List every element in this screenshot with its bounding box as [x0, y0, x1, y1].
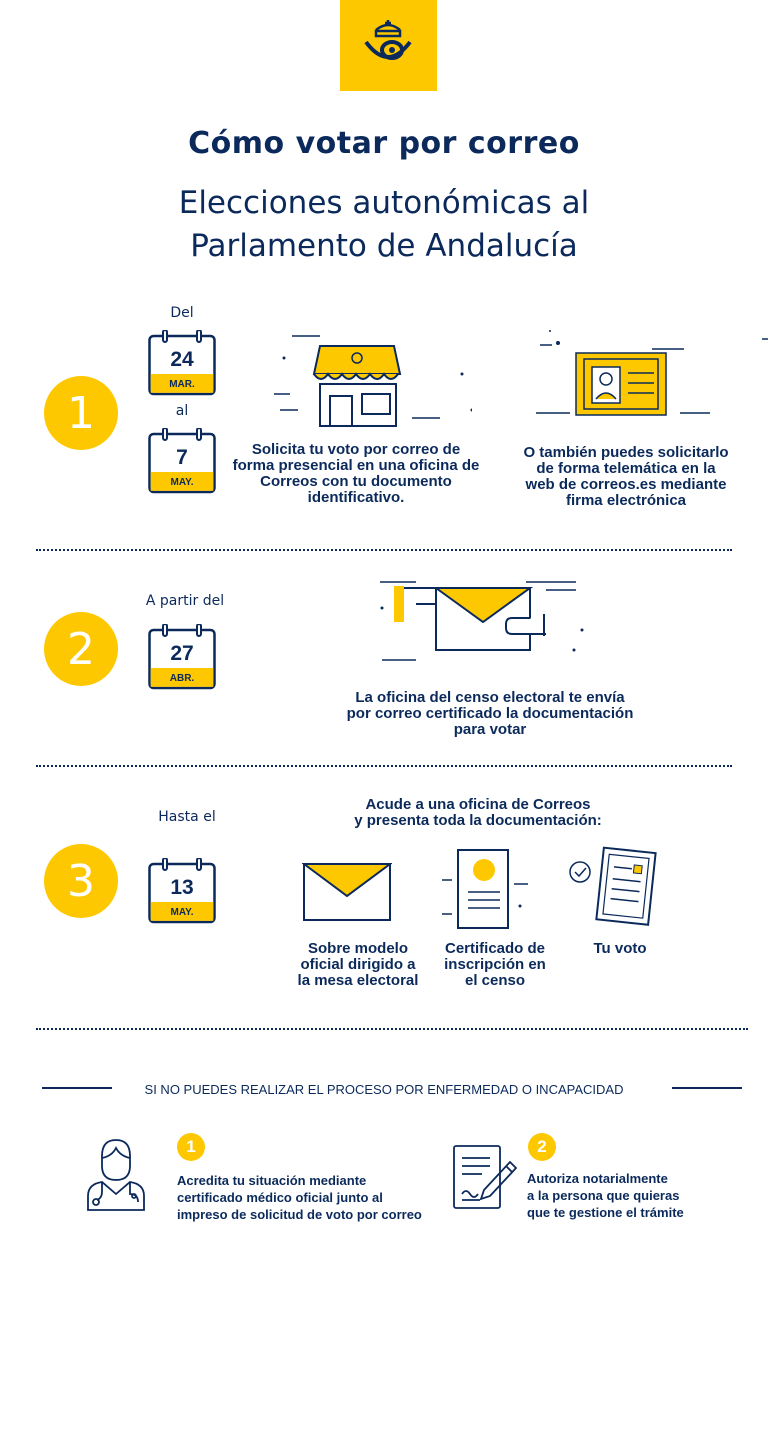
doctor-icon	[84, 1138, 148, 1212]
ballot-icon	[566, 846, 662, 930]
step-1-from-label: Del	[170, 305, 194, 321]
calendar-day: 13	[170, 876, 194, 899]
subtitle-line-1: Elecciones autonómicas al	[178, 185, 590, 221]
step-2-circle: 2	[44, 612, 118, 686]
step-2-text: La oficina del censo electoral te envía …	[346, 689, 634, 738]
divider	[36, 549, 732, 551]
calendar-icon: 27 ABR.	[148, 624, 216, 690]
step-3-item-1: Sobre modelo oficial dirigido a la mesa …	[297, 940, 419, 989]
illness-item-2-text: Autoriza notarialmente a la persona que …	[527, 1171, 684, 1220]
post-office-icon	[272, 330, 474, 430]
illness-item-1-number: 1	[177, 1133, 205, 1161]
step-3-item-3: Tu voto	[593, 940, 647, 957]
step-1-office-text: Solicita tu voto por correo de forma pre…	[232, 441, 480, 506]
banner-line-left	[42, 1087, 112, 1089]
step-2-label: A partir del	[145, 593, 225, 609]
step-3-heading: Acude a una oficina de Correos y present…	[354, 796, 602, 829]
calendar-month: MAY.	[170, 907, 194, 918]
calendar-day: 24	[170, 348, 194, 371]
divider	[36, 1028, 748, 1030]
step-1-to-label: al	[175, 403, 189, 419]
certificate-icon	[440, 848, 534, 938]
correos-logo	[340, 0, 437, 91]
subtitle-line-2: Parlamento de Andalucía	[190, 228, 578, 264]
step-1-circle: 1	[44, 376, 118, 450]
calendar-day: 27	[170, 642, 194, 665]
step-3-label: Hasta el	[158, 809, 216, 825]
illness-item-2-number: 2	[528, 1133, 556, 1161]
envelope-handover-icon	[376, 574, 606, 672]
calendar-icon: 7 MAY.	[148, 428, 216, 494]
calendar-day: 7	[176, 446, 188, 469]
banner-line-right	[672, 1087, 742, 1089]
calendar-month: MAY.	[170, 477, 194, 488]
step-1-online-text: O también puedes solicitarlo de forma te…	[523, 444, 729, 509]
page-subtitle: Elecciones autonómicas al Parlamento de …	[0, 182, 768, 268]
signed-document-icon	[450, 1142, 520, 1212]
calendar-month: MAR.	[169, 379, 195, 390]
illness-item-1-text: Acredita tu situación mediante certifica…	[177, 1173, 422, 1222]
envelope-icon	[300, 862, 394, 922]
step-3-item-2: Certificado de inscripción en el censo	[444, 940, 546, 989]
page-title: Cómo votar por correo	[188, 126, 580, 161]
illness-banner: SI NO PUEDES REALIZAR EL PROCESO POR ENF…	[144, 1082, 624, 1097]
calendar-icon: 13 MAY.	[148, 858, 216, 924]
calendar-icon: 24 MAR.	[148, 330, 216, 396]
calendar-month: ABR.	[169, 673, 195, 684]
step-3-circle: 3	[44, 844, 118, 918]
divider	[36, 765, 732, 767]
id-card-icon	[530, 325, 768, 425]
